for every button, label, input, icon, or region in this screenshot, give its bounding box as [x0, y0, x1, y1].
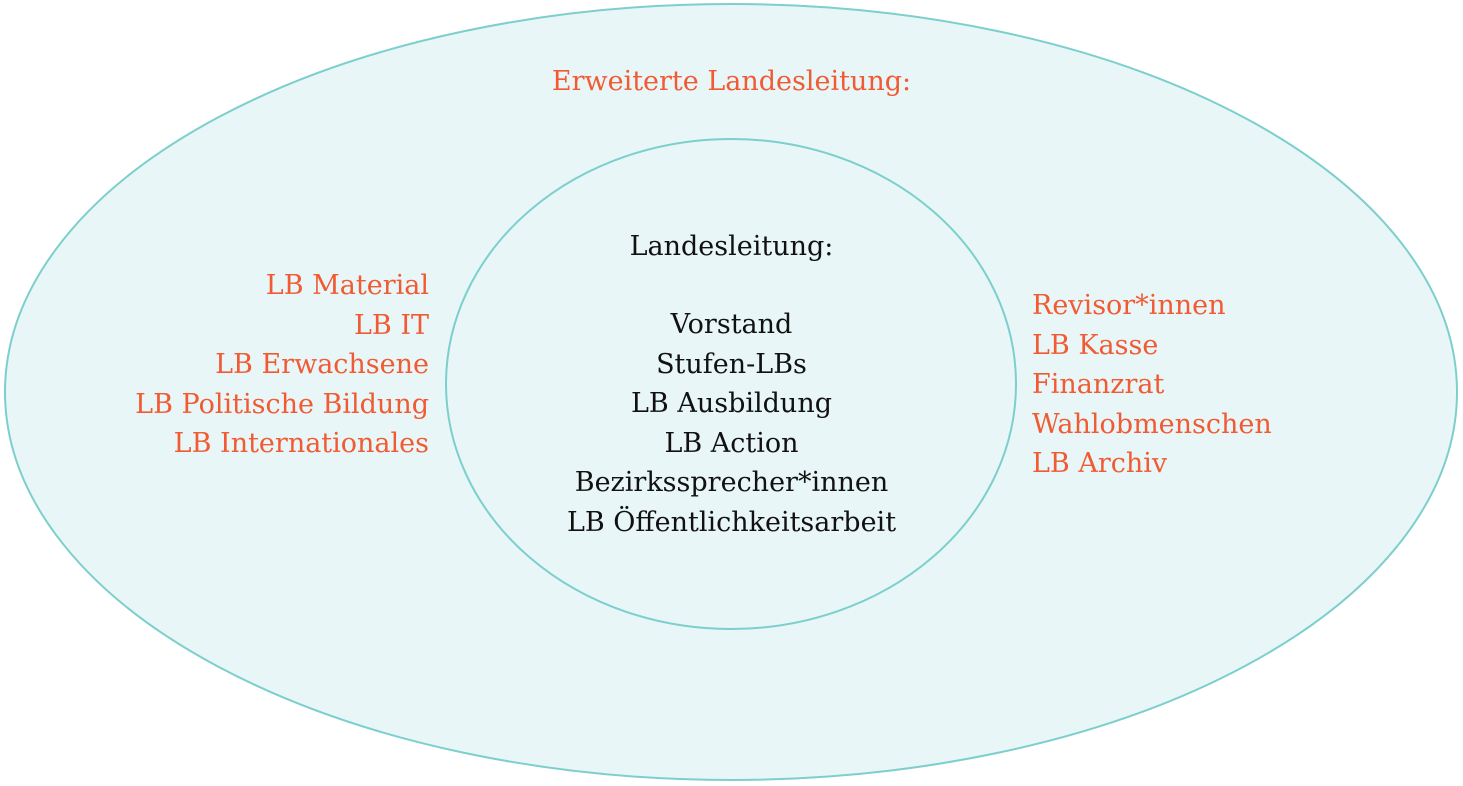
list-item: LB Material: [265, 270, 429, 301]
list-item: Stufen-LBs: [656, 348, 807, 380]
list-item: Revisor*innen: [1032, 290, 1226, 321]
list-item: LB IT: [353, 309, 429, 341]
inner-list: Vorstand Stufen-LBs LB Ausbildung LB Act…: [0, 305, 1463, 542]
inner-title: Landesleitung:: [629, 231, 834, 262]
list-item: LB Öffentlichkeitsarbeit: [566, 506, 897, 538]
list-item: LB Internationales: [173, 428, 429, 459]
list-item: Wahlobmenschen: [1032, 408, 1272, 440]
list-item: LB Kasse: [1032, 329, 1159, 361]
outer-left-list: LB Material LB IT LB Erwachsene LB Polit…: [135, 266, 429, 464]
list-item: Vorstand: [670, 309, 793, 340]
outer-right-list: Revisor*innen LB Kasse Finanzrat Wahlobm…: [1032, 286, 1272, 484]
inner-ellipse: [445, 138, 1017, 630]
list-item: LB Erwachsene: [215, 349, 429, 380]
list-item: Finanzrat: [1032, 369, 1165, 400]
list-item: LB Ausbildung: [631, 388, 832, 419]
list-item: LB Action: [664, 427, 799, 459]
list-item: LB Politische Bildung: [135, 388, 429, 420]
list-item: LB Archiv: [1032, 448, 1168, 479]
list-item: Bezirkssprecher*innen: [574, 467, 889, 498]
outer-title: Erweiterte Landesleitung:: [551, 66, 912, 97]
